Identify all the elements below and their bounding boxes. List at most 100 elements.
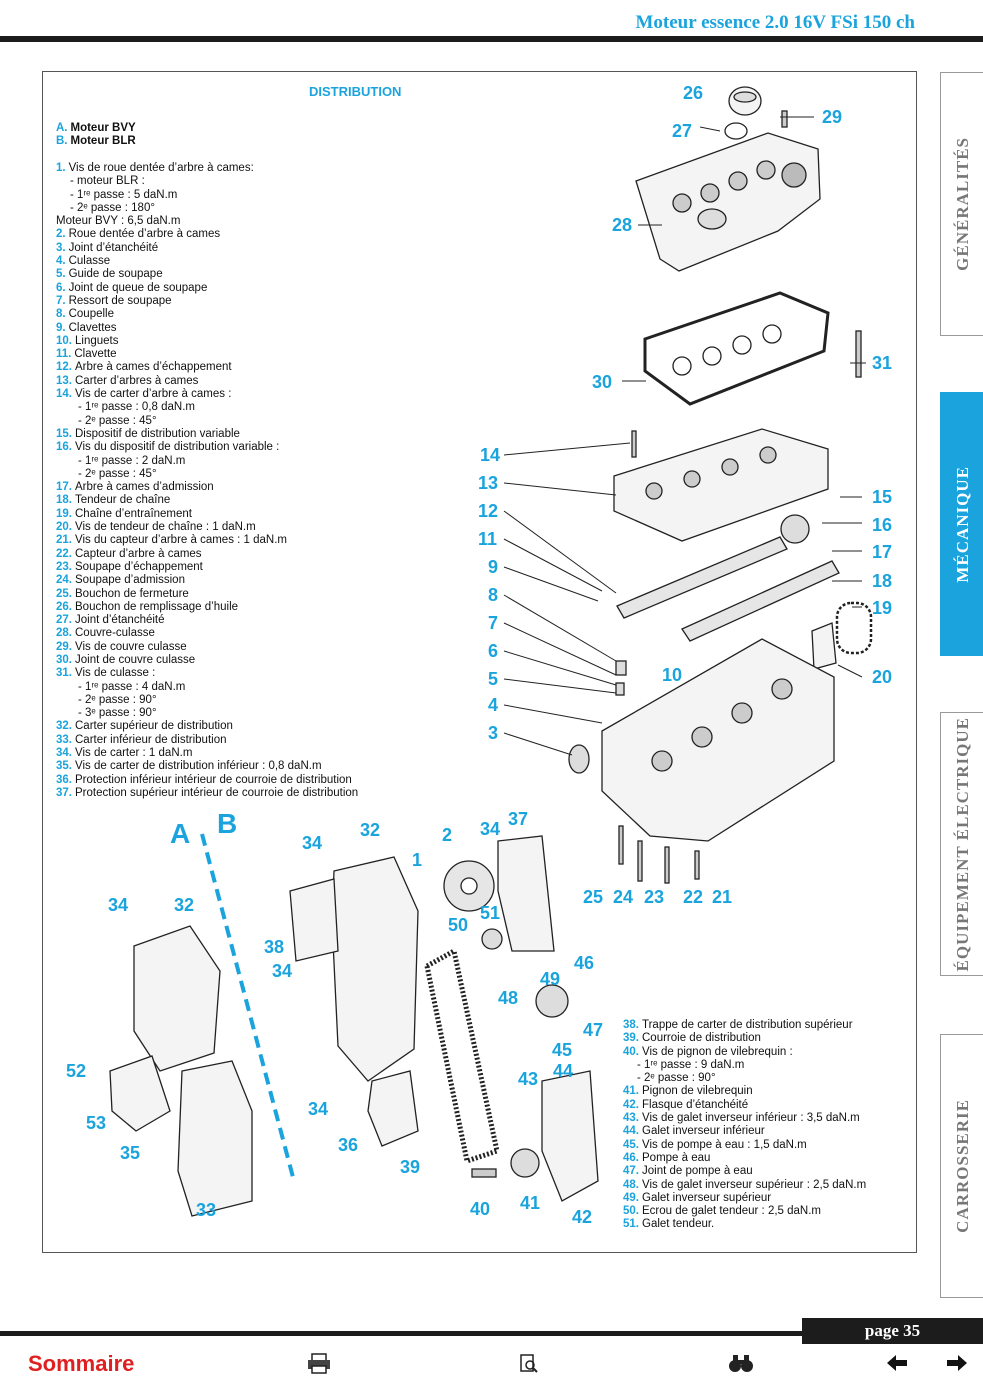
callout-label: 14 xyxy=(480,445,500,465)
legend-item: 19.Chaîne d’entraînement xyxy=(56,508,358,521)
callout-label: 33 xyxy=(196,1200,216,1220)
callout-label: 16 xyxy=(872,515,892,535)
legend-text: Bouchon de fermeture xyxy=(75,587,189,600)
callout-label: 21 xyxy=(712,887,732,907)
callout-label: 7 xyxy=(488,613,498,633)
parts-legend-right: 38.Trappe de carter de distribution supé… xyxy=(623,1019,866,1232)
legend-number: 17. xyxy=(56,481,72,494)
legend-item: - 2ᵉ passe : 90° xyxy=(623,1072,866,1085)
callout-label: 50 xyxy=(448,915,468,935)
legend-text: Arbre à cames d’échappement xyxy=(75,361,232,374)
legend-number: 2. xyxy=(56,228,66,241)
callout-label: 44 xyxy=(553,1061,573,1081)
legend-number: 23. xyxy=(56,560,72,573)
legend-number: 28. xyxy=(56,627,72,640)
legend-number: 7. xyxy=(56,294,66,307)
legend-item: - 2ᵉ passe : 90° xyxy=(56,694,358,707)
legend-item: Moteur BVY : 6,5 daN.m xyxy=(56,215,358,228)
legend-text: Vis de galet inverseur supérieur : 2,5 d… xyxy=(642,1178,867,1191)
legend-item: 8.Coupelle xyxy=(56,308,358,321)
legend-number: 14. xyxy=(56,388,72,401)
legend-item: 32.Carter supérieur de distribution xyxy=(56,720,358,733)
variant-label: Moteur BLR xyxy=(70,135,136,148)
sealing-flange-part xyxy=(541,1070,599,1202)
callout-label: 27 xyxy=(672,121,692,141)
callout-label: 41 xyxy=(520,1193,540,1213)
chain-tensioner-part xyxy=(811,622,837,670)
legend-text: - 1ʳᵉ passe : 2 daN.m xyxy=(78,454,186,467)
tab-equipement-electrique[interactable]: ÉQUIPEMENT ÉLECTRIQUE xyxy=(940,712,983,976)
upper-timing-cover-b-part xyxy=(331,856,419,1082)
legend-text: Vis de couvre culasse xyxy=(75,640,187,653)
print-icon[interactable] xyxy=(306,1352,332,1374)
callout-label: 47 xyxy=(583,1020,603,1040)
legend-text: Bouchon de remplissage d’huile xyxy=(75,600,239,613)
legend-number: 15. xyxy=(56,427,72,440)
legend-number: 33. xyxy=(56,733,72,746)
upper-inner-guard-part xyxy=(497,835,555,952)
callout-label: 53 xyxy=(86,1113,106,1133)
legend-item: 35.Vis de carter de distribution inférie… xyxy=(56,760,358,773)
legend-text: Galet inverseur supérieur xyxy=(642,1191,772,1204)
legend-text: Arbre à cames d’admission xyxy=(75,481,214,494)
legend-text: Vis de pompe à eau : 1,5 daN.m xyxy=(642,1138,807,1151)
tab-carrosserie[interactable]: CARROSSERIE xyxy=(940,1034,983,1298)
tab-label: ÉQUIPEMENT ÉLECTRIQUE xyxy=(952,716,972,972)
callout-label: 40 xyxy=(470,1199,490,1219)
camshaft-seal-part xyxy=(568,744,590,774)
legend-item: 51.Galet tendeur. xyxy=(623,1218,866,1231)
legend-item: 42.Flasque d’étanchéité xyxy=(623,1099,866,1112)
arrow-right-icon[interactable] xyxy=(944,1352,970,1374)
legend-number: 4. xyxy=(56,255,66,268)
legend-text: Couvre-culasse xyxy=(75,627,155,640)
legend-number: 6. xyxy=(56,281,66,294)
legend-item: 24.Soupape d’admission xyxy=(56,574,358,587)
legend-text: Vis de carter : 1 daN.m xyxy=(75,747,193,760)
legend-item: - moteur BLR : xyxy=(56,175,358,188)
legend-item: 15.Dispositif de distribution variable xyxy=(56,428,358,441)
legend-text: Vis de pignon de vilebrequin : xyxy=(642,1045,793,1058)
legend-item: 39.Courroie de distribution xyxy=(623,1032,866,1045)
legend-number: 48. xyxy=(623,1178,639,1191)
document-title: Moteur essence 2.0 16V FSi 150 ch xyxy=(635,12,915,33)
legend-text: Moteur BVY : 6,5 daN.m xyxy=(56,215,181,228)
legend-number: 45. xyxy=(623,1138,639,1151)
water-pump-part xyxy=(535,984,569,1018)
legend-item: 22.Capteur d’arbre à cames xyxy=(56,548,358,561)
legend-item: 16.Vis du dispositif de distribution var… xyxy=(56,441,358,454)
legend-item: 33.Carter inférieur de distribution xyxy=(56,734,358,747)
legend-number: 46. xyxy=(623,1151,639,1164)
legend-text: Culasse xyxy=(68,255,111,268)
legend-text: Vis de culasse : xyxy=(75,667,156,680)
legend-text: Vis de roue dentée d’arbre à cames: xyxy=(68,162,254,174)
callout-label: 32 xyxy=(360,820,380,840)
callout-label: 18 xyxy=(872,571,892,591)
tab-generalites[interactable]: GÉNÉRALITÉS xyxy=(940,72,983,336)
zoom-page-icon[interactable] xyxy=(516,1352,542,1374)
legend-item: - 1ʳᵉ passe : 0,8 daN.m xyxy=(56,401,358,414)
legend-item: 7.Ressort de soupape xyxy=(56,295,358,308)
tab-label: CARROSSERIE xyxy=(952,1099,972,1233)
legend-text: Clavettes xyxy=(68,321,117,334)
legend-text: Protection supérieur intérieur de courro… xyxy=(75,786,359,799)
legend-number: 40. xyxy=(623,1045,639,1058)
legend-number: 43. xyxy=(623,1112,639,1125)
callout-label: 4 xyxy=(488,695,498,715)
arrow-left-icon[interactable] xyxy=(884,1352,910,1374)
legend-text: Coupelle xyxy=(68,308,114,321)
header-rule xyxy=(0,36,983,42)
legend-number: 16. xyxy=(56,441,72,454)
binoculars-icon[interactable] xyxy=(728,1352,754,1374)
legend-text: Roue dentée d’arbre à cames xyxy=(68,228,221,241)
sommaire-link[interactable]: Sommaire xyxy=(28,1351,135,1376)
tab-mecanique[interactable]: MÉCANIQUE xyxy=(940,392,983,656)
callout-label: 19 xyxy=(872,598,892,618)
legend-text: Vis de carter de distribution inférieur … xyxy=(75,760,322,773)
legend-text: Linguets xyxy=(75,334,119,347)
legend-item: 27.Joint d’étanchéité xyxy=(56,614,358,627)
legend-text: Joint de queue de soupape xyxy=(68,281,208,294)
legend-item: 41.Pignon de vilebrequin xyxy=(623,1085,866,1098)
legend-text: - moteur BLR : xyxy=(70,175,145,188)
callout-label: 52 xyxy=(66,1061,86,1081)
